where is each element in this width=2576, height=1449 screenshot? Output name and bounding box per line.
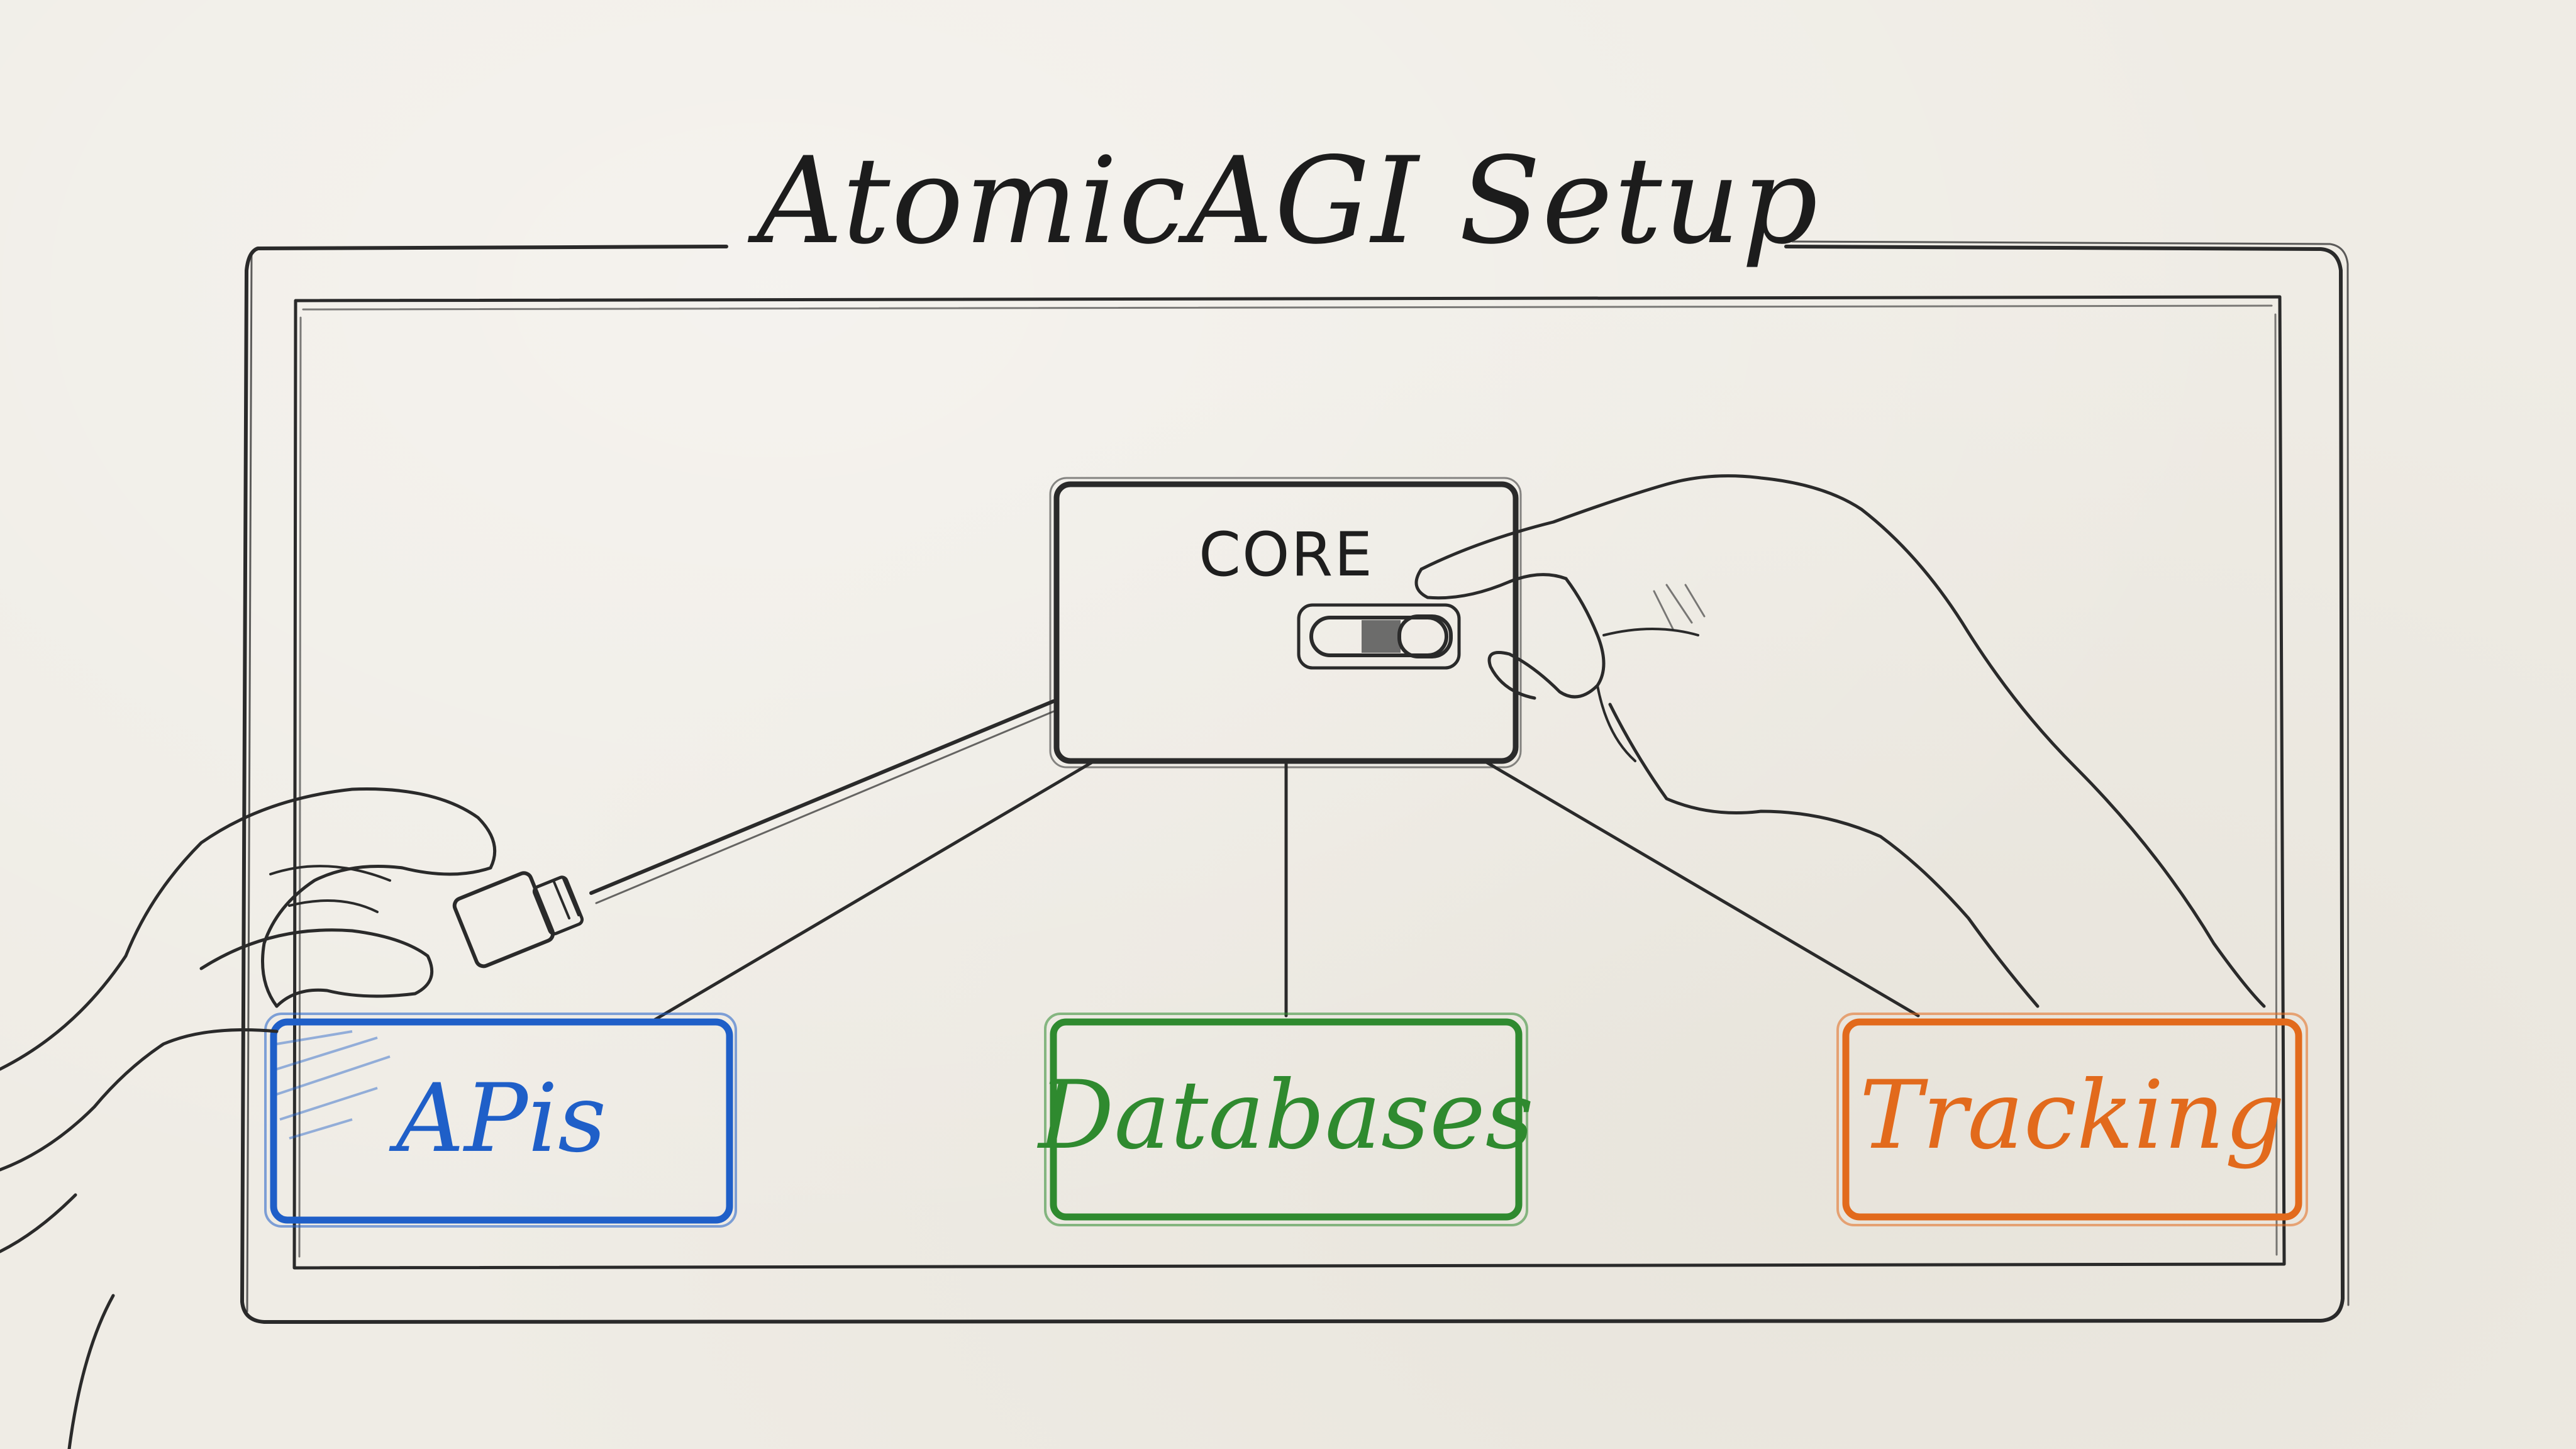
node-databases: Databases	[1036, 1013, 1534, 1226]
toggle-switch	[1297, 603, 1461, 670]
right-hand-illustration	[1414, 474, 2266, 1008]
connectors	[589, 699, 1920, 1024]
node-label-tracking: Tracking	[1860, 1061, 2285, 1170]
node-label-databases: Databases	[1036, 1061, 1534, 1170]
left-hand-illustration	[0, 787, 584, 1449]
core-box: CORE	[1049, 477, 1522, 769]
node-label-apis: APis	[389, 1064, 606, 1174]
node-tracking: Tracking	[1836, 1013, 2308, 1226]
diagram-title: AtomicAGI Setup	[747, 131, 1819, 270]
core-label: CORE	[1199, 519, 1374, 590]
outer-frame	[240, 240, 2350, 1324]
node-apis: APis	[264, 1013, 737, 1228]
